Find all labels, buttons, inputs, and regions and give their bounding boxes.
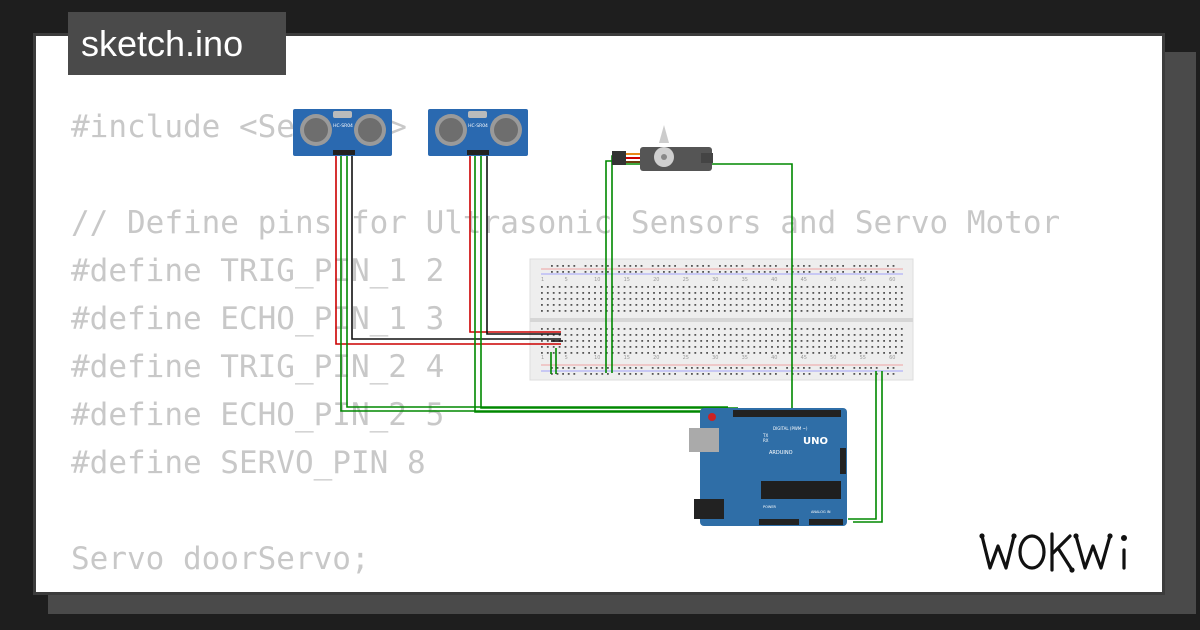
code-line: // Define pins for Ultrasonic Sensors an… (71, 205, 1061, 241)
board-model: UNO (803, 436, 828, 447)
sensor-label: HC-SR04 (333, 123, 353, 129)
breadboard-column-number: 30 (712, 355, 718, 361)
breadboard-column-number: 1 (541, 277, 544, 283)
analog-label: ANALOG IN (811, 510, 831, 514)
breadboard-column-number: 25 (683, 277, 689, 283)
preview-card[interactable]: #include <Servo.h>// Define pins for Ult… (33, 33, 1165, 595)
wire-vcc-1 (335, 155, 561, 345)
wire-echo-1 (346, 155, 728, 408)
wire-trig-1 (340, 155, 723, 412)
wire-trig-2 (474, 155, 733, 413)
ultrasonic-sensor-2[interactable]: HC-SR04 (428, 109, 528, 156)
ultrasonic-sensor-1[interactable]: HC-SR04 (293, 109, 392, 156)
code-line: #define ECHO_PIN_1 3 (71, 301, 445, 337)
code-preview: #include <Servo.h>// Define pins for Ult… (71, 103, 1060, 583)
breadboard-column-number: 50 (830, 355, 836, 361)
breadboard-column-number: 35 (742, 277, 748, 283)
arduino-uno[interactable]: DIGITAL (PWM ~) TX RX UNO ARDUINO POWER … (689, 408, 847, 526)
wire-5v (848, 371, 877, 520)
code-line: Servo doorServo; (71, 541, 370, 577)
rx-label: RX (763, 438, 769, 443)
breadboard[interactable]: 1155101015152020252530303535404045455050… (529, 258, 914, 381)
breadboard-column-number: 25 (683, 355, 689, 361)
breadboard-column-number: 55 (860, 355, 866, 361)
breadboard-column-number: 30 (712, 277, 718, 283)
wire-gnd-arduino (853, 371, 883, 523)
breadboard-column-number: 40 (771, 277, 777, 283)
wokwi-logo (979, 532, 1127, 573)
board-brand: ARDUINO (769, 450, 793, 456)
code-line: #define SERVO_PIN 8 (71, 445, 426, 481)
breadboard-column-number: 10 (594, 355, 600, 361)
servo-motor[interactable] (612, 125, 713, 171)
breadboard-column-number: 1 (541, 355, 544, 361)
breadboard-column-number: 40 (771, 355, 777, 361)
breadboard-column-number: 45 (801, 277, 807, 283)
breadboard-column-number: 60 (889, 355, 895, 361)
wire-gnd-2 (486, 155, 561, 335)
breadboard-column-number: 15 (624, 277, 630, 283)
breadboard-column-number: 35 (742, 355, 748, 361)
power-label: POWER (763, 505, 777, 509)
breadboard-column-number: 45 (801, 355, 807, 361)
breadboard-column-number: 20 (653, 277, 659, 283)
tx-label: TX (762, 433, 768, 438)
breadboard-column-number: 55 (860, 277, 866, 283)
code-line: #define TRIG_PIN_1 2 (71, 253, 445, 289)
sensor-label: HC-SR04 (468, 123, 488, 129)
breadboard-column-number: 10 (594, 277, 600, 283)
circuit-diagram: 1155101015152020252530303535404045455050… (293, 109, 914, 526)
breadboard-column-number: 50 (830, 277, 836, 283)
breadboard-column-number: 5 (565, 277, 568, 283)
code-line: #define TRIG_PIN_2 4 (71, 349, 445, 385)
digital-header-label: DIGITAL (PWM ~) (773, 426, 808, 431)
code-line: #define ECHO_PIN_2 5 (71, 397, 445, 433)
breadboard-column-number: 60 (889, 277, 895, 283)
wire-vcc-2 (469, 155, 561, 333)
breadboard-column-number: 5 (565, 355, 568, 361)
wire-echo-2 (480, 155, 738, 409)
file-tab[interactable]: sketch.ino (68, 12, 286, 75)
wire-gnd-1 (351, 155, 561, 340)
breadboard-column-number: 20 (653, 355, 659, 361)
breadboard-column-number: 15 (624, 355, 630, 361)
